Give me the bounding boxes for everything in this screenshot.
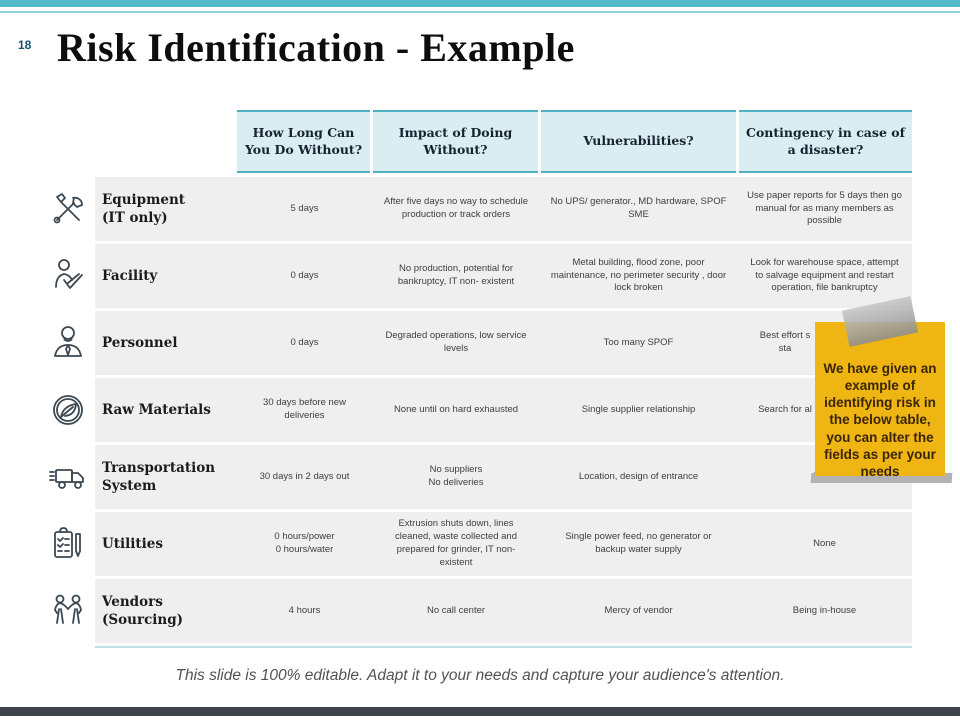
clipboard-icon bbox=[53, 527, 81, 558]
table-bottom-border bbox=[95, 646, 912, 648]
cell-how-long: 0 hours/power 0 hours/water bbox=[237, 512, 372, 576]
cell-vulnerabilities: Too many SPOF bbox=[540, 311, 737, 375]
icon-cell bbox=[40, 378, 95, 442]
cell-how-long: 0 days bbox=[237, 244, 372, 308]
cell-impact: After five days no way to schedule produ… bbox=[372, 177, 540, 241]
icon-cell bbox=[40, 177, 95, 241]
top-accent-bar bbox=[0, 0, 960, 7]
cell-contingency: Being in-house bbox=[737, 579, 912, 643]
tools-icon bbox=[53, 193, 83, 224]
table-row-raw-materials: Raw Materials 30 days before new deliver… bbox=[40, 378, 912, 442]
cell-impact: None until on hard exhausted bbox=[372, 378, 540, 442]
cell-impact: No suppliers No deliveries bbox=[372, 445, 540, 509]
cell-contingency: Use paper reports for 5 days then go man… bbox=[737, 177, 912, 241]
table-row-utilities: Utilities 0 hours/power 0 hours/water Ex… bbox=[40, 512, 912, 576]
cell-contingency: Look for warehouse space, attempt to sal… bbox=[737, 244, 912, 308]
bottom-accent-bar bbox=[0, 707, 960, 716]
cell-impact: No production, potential for bankruptcy,… bbox=[372, 244, 540, 308]
cell-vulnerabilities: Single power feed, no generator or backu… bbox=[540, 512, 737, 576]
icon-cell bbox=[40, 445, 95, 509]
slide-number: 18 bbox=[18, 38, 32, 52]
icon-cell bbox=[40, 244, 95, 308]
row-label: Transportation System bbox=[95, 445, 237, 509]
row-label: Facility bbox=[95, 244, 237, 308]
table-row-transportation: Transportation System 30 days in 2 days … bbox=[40, 445, 912, 509]
sticky-note: We have given an example of identifying … bbox=[815, 322, 945, 479]
cell-contingency-text: Search for al bbox=[758, 403, 812, 415]
icon-cell bbox=[40, 512, 95, 576]
table-row-vendors: Vendors (Sourcing) 4 hours No call cente… bbox=[40, 579, 912, 643]
table-row-equipment: Equipment (IT only) 5 days After five da… bbox=[40, 177, 912, 241]
cell-how-long: 4 hours bbox=[237, 579, 372, 643]
cell-how-long: 30 days before new deliveries bbox=[237, 378, 372, 442]
row-label: Personnel bbox=[95, 311, 237, 375]
leaf-icon bbox=[52, 395, 83, 425]
table-body: Equipment (IT only) 5 days After five da… bbox=[40, 177, 912, 643]
table-row-facility: Facility 0 days No production, potential… bbox=[40, 244, 912, 308]
cell-vulnerabilities: Metal building, flood zone, poor mainten… bbox=[540, 244, 737, 308]
businessman-icon bbox=[53, 326, 82, 357]
person-writing-icon bbox=[54, 259, 83, 289]
row-label: Utilities bbox=[95, 512, 237, 576]
cell-impact: No call center bbox=[372, 579, 540, 643]
people-handshake-icon bbox=[53, 594, 82, 624]
cell-how-long: 30 days in 2 days out bbox=[237, 445, 372, 509]
table-row-personnel: Personnel 0 days Degraded operations, lo… bbox=[40, 311, 912, 375]
cell-contingency: None bbox=[737, 512, 912, 576]
cell-how-long: 5 days bbox=[237, 177, 372, 241]
cell-how-long: 0 days bbox=[237, 311, 372, 375]
cell-vulnerabilities: Location, design of entrance bbox=[540, 445, 737, 509]
column-header-impact: Impact of Doing Without? bbox=[373, 110, 538, 173]
cell-vulnerabilities: Mercy of vendor bbox=[540, 579, 737, 643]
cell-impact: Degraded operations, low service levels bbox=[372, 311, 540, 375]
row-label: Equipment (IT only) bbox=[95, 177, 237, 241]
table-header-row: How Long Can You Do Without? Impact of D… bbox=[237, 110, 912, 173]
top-accent-line bbox=[0, 11, 960, 13]
column-header-how-long: How Long Can You Do Without? bbox=[237, 110, 370, 173]
icon-cell bbox=[40, 579, 95, 643]
row-label: Vendors (Sourcing) bbox=[95, 579, 237, 643]
cell-impact: Extrusion shuts down, lines cleaned, was… bbox=[372, 512, 540, 576]
truck-icon bbox=[48, 469, 84, 489]
column-header-vulnerabilities: Vulnerabilities? bbox=[541, 110, 736, 173]
page-title: Risk Identification - Example bbox=[57, 25, 575, 70]
cell-vulnerabilities: Single supplier relationship bbox=[540, 378, 737, 442]
column-header-contingency: Contingency in case of a disaster? bbox=[739, 110, 912, 173]
editable-disclaimer: This slide is 100% editable. Adapt it to… bbox=[175, 667, 785, 684]
icon-cell bbox=[40, 311, 95, 375]
cell-contingency-text: Best effort s sta bbox=[759, 330, 811, 354]
cell-vulnerabilities: No UPS/ generator., MD hardware, SPOF SM… bbox=[540, 177, 737, 241]
risk-table: How Long Can You Do Without? Impact of D… bbox=[40, 110, 912, 648]
row-label: Raw Materials bbox=[95, 378, 237, 442]
